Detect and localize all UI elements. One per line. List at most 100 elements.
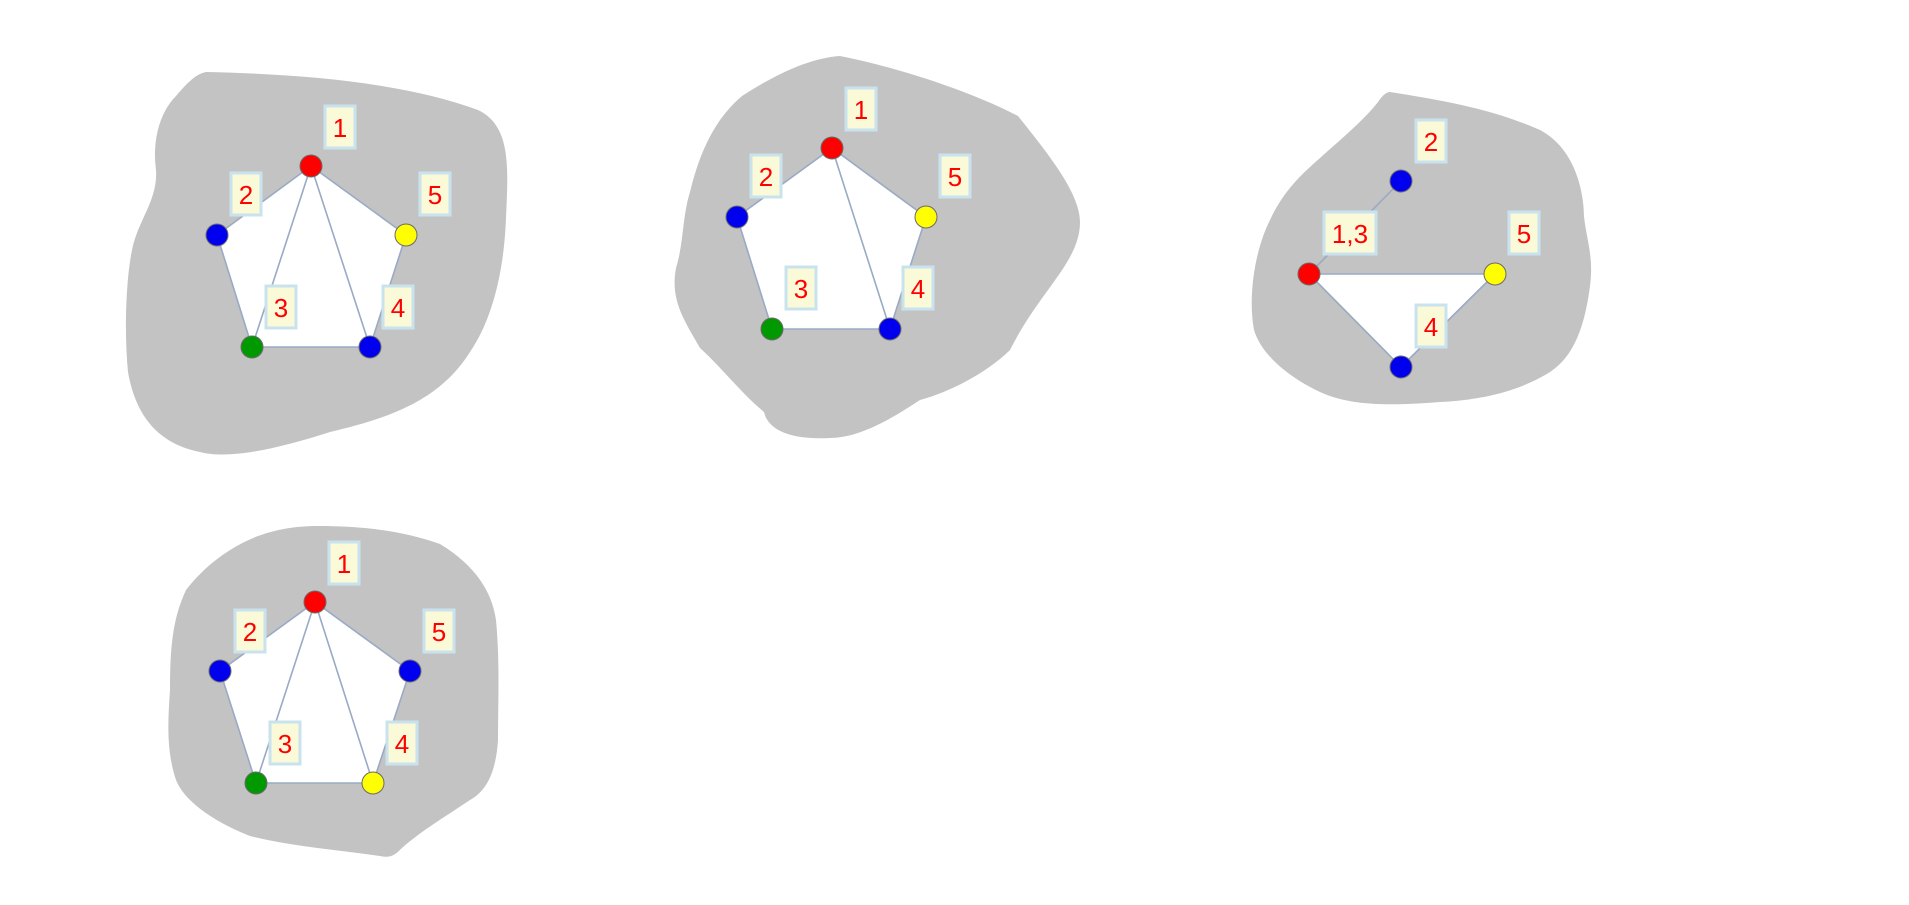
node-label: 2 bbox=[1414, 118, 1448, 164]
label-box bbox=[938, 153, 972, 199]
label-box bbox=[385, 720, 419, 766]
label-box bbox=[233, 608, 267, 654]
label-text: 5 bbox=[1517, 219, 1531, 249]
node-5[interactable] bbox=[398, 659, 422, 683]
label-box bbox=[1414, 303, 1448, 349]
node-1[interactable] bbox=[820, 136, 844, 160]
graph-3: 2 1,3 5 4 bbox=[1251, 92, 1592, 405]
edge-1-5 bbox=[310, 165, 407, 236]
label-text: 3 bbox=[794, 274, 808, 304]
node-4[interactable] bbox=[1389, 355, 1413, 379]
graph-face bbox=[220, 602, 410, 783]
label-text: 4 bbox=[1424, 312, 1438, 342]
node-1[interactable] bbox=[299, 154, 323, 178]
label-text: 4 bbox=[395, 729, 409, 759]
node-5[interactable] bbox=[914, 205, 938, 229]
node-3[interactable] bbox=[760, 317, 784, 341]
graph-background-blob bbox=[1251, 92, 1592, 405]
edge-1-2 bbox=[736, 147, 833, 218]
label-box bbox=[381, 284, 415, 330]
edge-1-4 bbox=[314, 601, 374, 784]
node-label: 5 bbox=[422, 608, 456, 654]
label-box bbox=[749, 153, 783, 199]
edge-2-3 bbox=[216, 234, 253, 348]
node-label: 4 bbox=[385, 720, 419, 766]
node-5[interactable] bbox=[1483, 262, 1507, 286]
node-label: 3 bbox=[268, 720, 302, 766]
label-text: 3 bbox=[278, 729, 292, 759]
node-label: 3 bbox=[784, 265, 818, 311]
node-4[interactable] bbox=[358, 335, 382, 359]
label-box bbox=[1322, 210, 1378, 256]
node-label: 2 bbox=[233, 608, 267, 654]
node-label: 4 bbox=[901, 265, 935, 311]
node-label: 1 bbox=[844, 86, 878, 132]
edge-13-4 bbox=[1308, 273, 1402, 368]
edge-1-4 bbox=[310, 165, 371, 348]
graph-face bbox=[737, 148, 926, 329]
node-3[interactable] bbox=[240, 335, 264, 359]
label-text: 2 bbox=[239, 180, 253, 210]
label-box bbox=[327, 540, 361, 586]
edge-1-2 bbox=[216, 165, 312, 236]
node-1[interactable] bbox=[303, 590, 327, 614]
label-box bbox=[229, 171, 263, 217]
label-box bbox=[264, 284, 298, 330]
node-2[interactable] bbox=[208, 659, 232, 683]
label-text: 4 bbox=[391, 293, 405, 323]
label-text: 3 bbox=[274, 293, 288, 323]
label-text: 5 bbox=[948, 162, 962, 192]
node-label: 2 bbox=[229, 171, 263, 217]
node-3[interactable] bbox=[244, 771, 268, 795]
node-label: 3 bbox=[264, 284, 298, 330]
edge-2-3 bbox=[219, 670, 257, 784]
edge-5-4 bbox=[1400, 273, 1496, 368]
node-2[interactable] bbox=[205, 223, 229, 247]
label-box bbox=[268, 720, 302, 766]
node-13[interactable] bbox=[1297, 262, 1321, 286]
graph-2: 1 2 5 3 4 bbox=[674, 56, 1080, 439]
label-text: 1 bbox=[333, 113, 347, 143]
label-box bbox=[784, 265, 818, 311]
node-label: 5 bbox=[418, 171, 452, 217]
graph-face bbox=[1309, 274, 1495, 367]
node-5[interactable] bbox=[394, 223, 418, 247]
edge-1-5 bbox=[314, 601, 411, 672]
label-text: 2 bbox=[243, 617, 257, 647]
edge-2-3 bbox=[736, 216, 773, 330]
label-box bbox=[323, 104, 357, 150]
label-box bbox=[418, 171, 452, 217]
node-2[interactable] bbox=[725, 205, 749, 229]
node-label: 5 bbox=[1507, 210, 1541, 256]
node-label: 1,3 bbox=[1322, 210, 1378, 256]
label-text: 1,3 bbox=[1332, 219, 1368, 249]
label-box bbox=[1507, 210, 1541, 256]
label-text: 2 bbox=[1424, 127, 1438, 157]
label-text: 1 bbox=[337, 549, 351, 579]
label-box bbox=[1414, 118, 1448, 164]
node-4[interactable] bbox=[878, 317, 902, 341]
edge-1-5 bbox=[831, 147, 927, 218]
label-text: 5 bbox=[432, 617, 446, 647]
label-text: 2 bbox=[759, 162, 773, 192]
graph-face bbox=[217, 166, 406, 347]
label-box bbox=[901, 265, 935, 311]
edge-1-4 bbox=[831, 147, 891, 330]
node-label: 4 bbox=[1414, 303, 1448, 349]
node-label: 4 bbox=[381, 284, 415, 330]
node-label: 2 bbox=[749, 153, 783, 199]
label-box bbox=[422, 608, 456, 654]
node-label: 1 bbox=[323, 104, 357, 150]
edge-1-3 bbox=[251, 165, 312, 348]
label-text: 4 bbox=[911, 274, 925, 304]
graph-1: 1 2 5 3 4 bbox=[125, 72, 508, 455]
node-2[interactable] bbox=[1389, 169, 1413, 193]
node-4[interactable] bbox=[361, 771, 385, 795]
label-box bbox=[844, 86, 878, 132]
label-text: 1 bbox=[854, 95, 868, 125]
node-label: 5 bbox=[938, 153, 972, 199]
graph-4: 1 2 5 3 4 bbox=[168, 526, 499, 857]
label-text: 5 bbox=[428, 180, 442, 210]
edge-1-2 bbox=[219, 601, 316, 672]
